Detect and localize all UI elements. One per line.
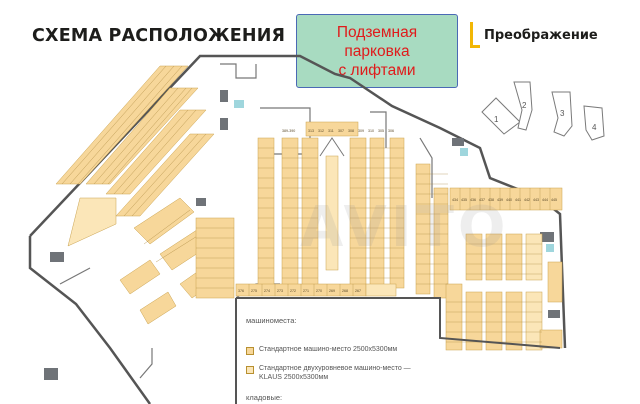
key-label-4: 4 (592, 123, 597, 132)
stall-label: 272 (290, 289, 296, 293)
brand-mark-icon (470, 22, 480, 48)
key-label-3: 3 (560, 109, 565, 118)
stall-label: 437 (479, 198, 485, 202)
stall-label: 435 (461, 198, 467, 202)
stall-label: 442 (524, 198, 530, 202)
stall-label: 309 (358, 129, 364, 133)
page-title: СХЕМА РАСПОЛОЖЕНИЯ (32, 26, 286, 46)
stall-labels: 389-390 313 312 311 307 308 309 310 305 … (238, 129, 557, 293)
stall-label: 440 (506, 198, 512, 202)
key-building-3 (551, 91, 573, 137)
right-stall-grid (416, 173, 551, 343)
tech-rooms (234, 100, 554, 252)
stall-label: 438 (488, 198, 494, 202)
stall-label: 434 (452, 198, 458, 202)
legend-text-two-level: Стандартное двухуровневое машино-место — (259, 365, 411, 372)
stall-label: 312 (318, 129, 324, 133)
legend-heading-spaces: машиноместа: (246, 316, 297, 325)
watermark: AVITO (300, 195, 510, 260)
stall-label: 389-390 (282, 129, 295, 133)
callout-line-3: с лифтами (338, 62, 416, 79)
stall-label: 273 (277, 289, 283, 293)
central-ramp (319, 137, 345, 157)
legend-heading-storage: кладовые: (246, 393, 283, 402)
stall-label: 268 (342, 289, 348, 293)
stall-label: 269 (329, 289, 335, 293)
stall-label: 376 (238, 289, 244, 293)
central-stall-grid (196, 147, 404, 289)
stall-label: 308 (348, 129, 354, 133)
stall-label: 271 (303, 289, 309, 293)
stall-label: 270 (316, 289, 322, 293)
storage-rooms (44, 90, 560, 380)
legend-swatch-standard (246, 347, 254, 355)
stall-label: 311 (328, 129, 334, 133)
stall-label: 267 (355, 289, 361, 293)
stall-label: 313 (308, 129, 314, 133)
right-parking-blocks (415, 163, 563, 351)
legend-text-two-level-2: KLAUS 2500x5300мм (259, 373, 329, 381)
stall-label: 275 (251, 289, 257, 293)
callout-line-1: Подземная (336, 24, 418, 41)
stall-label: 441 (515, 198, 521, 202)
left-stall-grid (61, 65, 211, 263)
legend-boundary-wall (235, 297, 561, 404)
stall-label: 443 (533, 198, 539, 202)
stall-label: 305 (378, 129, 384, 133)
underground-parking-callout: Подземная парковка с лифтами (296, 14, 458, 88)
stall-label: 444 (542, 198, 548, 202)
stall-label: 307 (338, 129, 344, 133)
stall-label: 274 (264, 289, 270, 293)
floor-plan: 389-390 313 312 311 307 308 309 310 305 … (28, 54, 567, 404)
legend-swatch-two-level (246, 366, 254, 374)
key-building-4 (583, 105, 605, 141)
stall-label: 310 (368, 129, 374, 133)
bottom-parking-row (235, 283, 397, 297)
legend-text-standard: Стандартное машино-место 2500x5300мм (259, 346, 398, 353)
key-label-1: 1 (494, 115, 499, 124)
key-label-2: 2 (522, 101, 527, 110)
stall-label: 439 (497, 198, 503, 202)
key-building-2 (513, 81, 533, 131)
brand-name: Преображение (484, 28, 598, 43)
stall-label: 436 (470, 198, 476, 202)
stall-label: 445 (551, 198, 557, 202)
stall-label: 306 (388, 129, 394, 133)
building-key-map: 1 2 3 4 (481, 81, 605, 141)
callout-line-2: парковка (344, 43, 410, 60)
